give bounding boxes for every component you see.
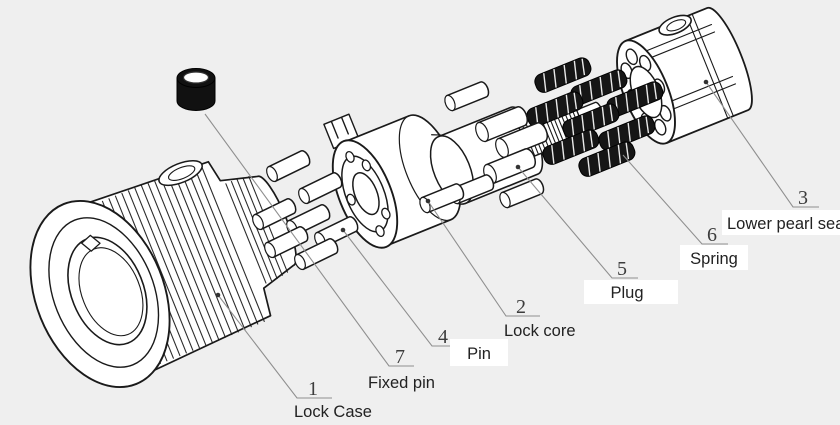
part-label-plug: Plug	[610, 284, 643, 302]
part-label-fixed-pin: Fixed pin	[368, 374, 435, 392]
part-number-7: 7	[395, 346, 405, 368]
labels: 1 Lock Case 7 Fixed pin 4 Pin 2 Lock cor…	[294, 187, 840, 421]
pin	[295, 170, 345, 206]
leader-dot-3	[703, 79, 709, 85]
part-number-2: 2	[516, 296, 526, 318]
seat-grooves	[634, 13, 737, 119]
pin	[442, 79, 492, 113]
label-box-pin	[450, 339, 508, 366]
part-label-lower-pearl-seat: Lower pearl seat	[727, 215, 840, 233]
lock-case-drawing	[29, 159, 297, 389]
fixed-pin-cap-drawing	[176, 68, 216, 111]
leader-dot-2	[425, 198, 431, 204]
label-box-plug	[584, 280, 678, 304]
leader-lines	[204, 79, 819, 399]
seat-top-hole	[658, 14, 692, 36]
part-label-pin: Pin	[467, 345, 491, 363]
leader-line-2	[427, 200, 540, 317]
part-number-4: 4	[438, 326, 448, 348]
lower-pearl-seat-drawing	[616, 6, 753, 145]
part-number-5: 5	[617, 258, 627, 280]
part-label-lock-case: Lock Case	[294, 403, 372, 421]
part-number-6: 6	[707, 224, 717, 246]
leader-dot-4	[340, 227, 346, 233]
part-number-1: 1	[308, 378, 318, 400]
leader-line-7	[204, 113, 414, 367]
leader-line-4	[342, 229, 458, 347]
part-number-3: 3	[798, 187, 808, 209]
case-top-hole	[158, 159, 203, 187]
core-pearl-notches	[345, 150, 391, 238]
leader-line-3	[705, 81, 819, 208]
keyway-notch	[80, 234, 101, 252]
label-box-lower-pearl-seat	[722, 210, 840, 235]
label-box-spring	[680, 245, 748, 270]
part-label-spring: Spring	[690, 250, 738, 268]
leader-dot-1	[215, 292, 221, 298]
leader-line-1	[217, 294, 332, 399]
leader-line-6	[622, 154, 728, 245]
leader-line-5	[517, 166, 638, 279]
part-label-lock-core: Lock core	[504, 322, 576, 340]
leader-dot-5	[515, 164, 521, 170]
pin	[263, 148, 313, 184]
